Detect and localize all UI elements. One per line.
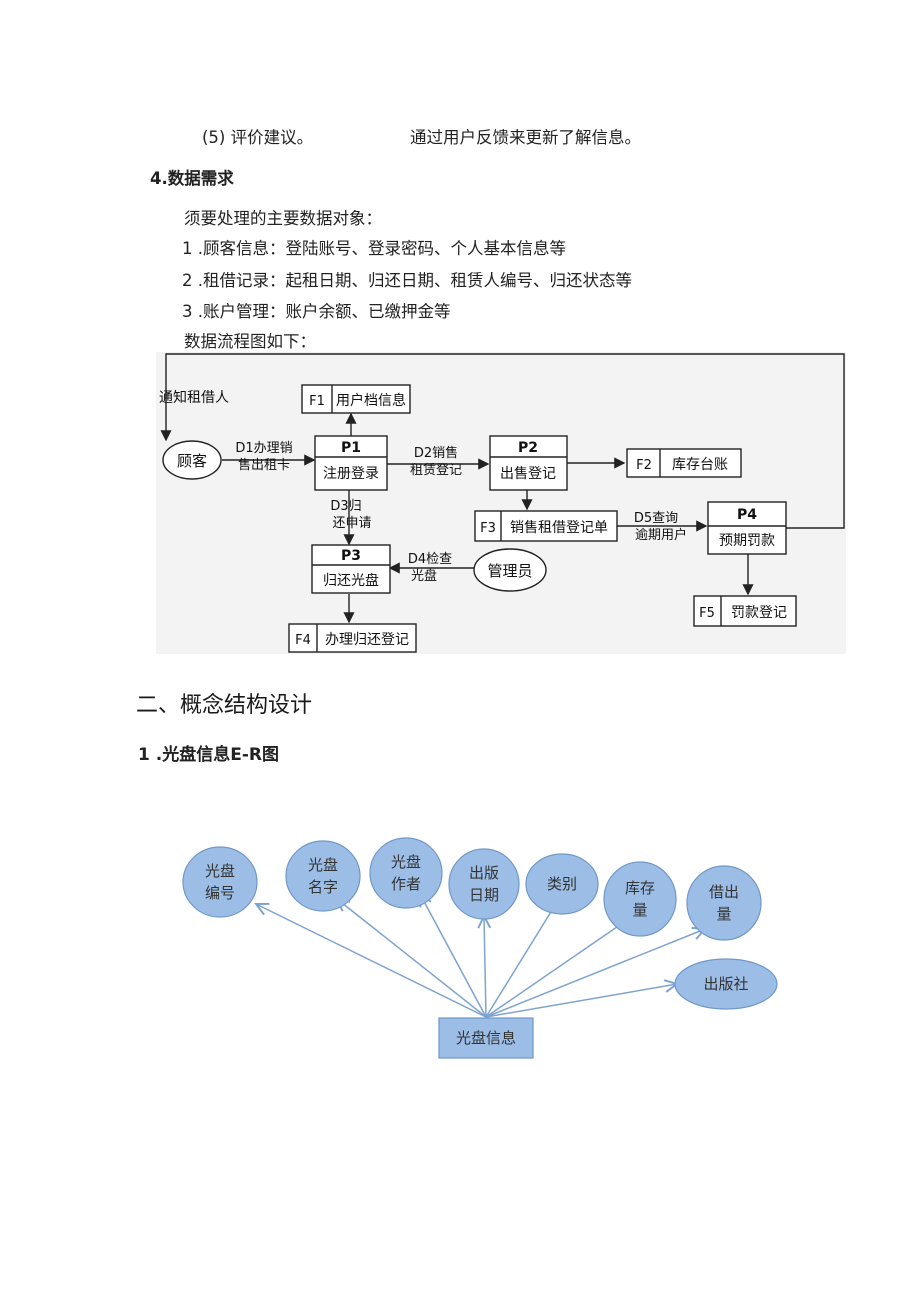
flow-d5-label-1: D5查询	[634, 511, 678, 526]
process-p1-name: 注册登录	[323, 466, 379, 482]
flow-d4-label-2: 光盘	[411, 568, 437, 584]
er-attr-disc-author	[369, 837, 443, 909]
er-attr-publish-date-label: 出版	[469, 864, 499, 882]
er-heading: 1 .光盘信息E-R图	[138, 745, 279, 765]
er-attr-lent-qty	[686, 865, 762, 941]
er-attr-lent-qty-label: 借出	[709, 883, 739, 901]
store-f4-name: 办理归还登记	[325, 631, 409, 648]
section-title: 二、概念结构设计	[136, 693, 313, 718]
er-attr-publish-date-link	[484, 916, 486, 1018]
er-attr-category-label: 类别	[547, 875, 577, 893]
er-attr-disc-author-label: 作者	[391, 875, 421, 893]
er-attr-disc-name	[285, 840, 361, 912]
flow-d2-label-1: D2销售	[414, 445, 458, 461]
store-f4	[288, 623, 417, 653]
er-diagram: 光盘编号 光盘名字 光盘作者 出版日期 类别 库存量 借出量出版社 光盘信息	[170, 836, 780, 1068]
er-attr-disc-number-label: 光盘	[205, 862, 235, 880]
er-attr-disc-name-label: 名字	[308, 878, 338, 896]
er-attr-publisher-label: 出版社	[703, 975, 748, 993]
er-attr-publish-date-label: 日期	[469, 886, 499, 904]
flow-d1-label-2: 售出租卡	[238, 457, 290, 473]
data-flow-intro: 数据流程图如下：	[184, 332, 316, 351]
store-f5	[693, 595, 797, 627]
process-p2	[489, 435, 568, 491]
store-f2	[626, 448, 742, 478]
store-f1-id: F1	[309, 394, 325, 409]
admin-entity	[473, 548, 547, 592]
process-p1	[314, 435, 388, 491]
flow-d1-label-1: D1办理销	[235, 441, 292, 456]
store-f3-name: 销售租借登记单	[510, 520, 608, 536]
data-req-item-3: 3 .账户管理：账户余额、已缴押金等	[182, 302, 451, 321]
er-entity-box	[438, 1017, 534, 1059]
data-flow-diagram-svg: 顾客 管理员 通知租借人 P1 注册登录 P2 出售登记 P3 归还光盘 P4 …	[159, 353, 845, 653]
er-attr-category	[525, 853, 599, 915]
flow-d3-label-1: D3归	[330, 499, 361, 514]
process-p3	[311, 544, 391, 594]
er-attr-disc-number-link	[256, 904, 487, 1018]
er-attr-lent-qty-label: 量	[716, 905, 731, 923]
store-f1-name: 用户档信息	[336, 392, 406, 409]
store-f5-id: F5	[699, 606, 715, 621]
er-attr-category-link	[485, 894, 562, 1018]
process-p4-id: P4	[737, 507, 757, 523]
store-f2-id: F2	[636, 458, 652, 473]
data-req-item-1: 1 .顾客信息：登陆账号、登录密码、个人基本信息等	[182, 239, 566, 258]
notify-label: 通知租借人	[159, 389, 229, 406]
store-f3	[474, 510, 618, 542]
store-f1	[301, 384, 411, 414]
er-attr-publisher-link	[485, 984, 677, 1018]
er-entity-label: 光盘信息	[456, 1029, 516, 1047]
data-req-heading: 4.数据需求	[150, 169, 234, 188]
er-attr-disc-author-link	[420, 894, 487, 1018]
store-f4-id: F4	[295, 633, 311, 648]
er-attr-stock-qty-label: 库存	[625, 879, 655, 897]
flow-loop-line	[160, 353, 845, 529]
er-attr-disc-name-label: 光盘	[308, 856, 338, 874]
er-attr-lent-qty-link	[485, 929, 705, 1018]
er-attr-stock-qty-link	[485, 918, 630, 1018]
er-attr-stock-qty	[603, 861, 677, 937]
requirement-item-5-label: (5) 评价建议。	[202, 128, 314, 147]
data-req-intro: 须要处理的主要数据对象：	[184, 209, 382, 228]
er-attr-disc-author-label: 光盘	[391, 853, 421, 871]
data-req-item-2: 2 .租借记录：起租日期、归还日期、租赁人编号、归还状态等	[182, 271, 632, 290]
er-attr-stock-qty-label: 量	[632, 901, 647, 919]
requirement-item-5-desc: 通过用户反馈来更新了解信息。	[410, 128, 641, 147]
process-p4	[707, 501, 787, 555]
process-p3-name: 归还光盘	[323, 572, 379, 589]
er-attr-disc-number	[182, 846, 258, 918]
process-p4-name: 预期罚款	[719, 533, 775, 549]
er-attr-publish-date	[448, 848, 520, 920]
flow-d3-label-2: 还申请	[332, 516, 371, 531]
process-p1-id: P1	[341, 440, 361, 456]
customer-entity	[162, 440, 222, 480]
process-p2-id: P2	[518, 440, 538, 456]
flow-d5-label-2: 逾期用户	[635, 527, 687, 543]
data-flow-diagram: 顾客 管理员 通知租借人 P1 注册登录 P2 出售登记 P3 归还光盘 P4 …	[156, 352, 846, 654]
flow-d2-label-2: 租赁登记	[410, 463, 462, 478]
process-p3-id: P3	[341, 548, 361, 564]
flow-d4-label-1: D4检查	[408, 552, 452, 567]
store-f3-id: F3	[480, 521, 496, 536]
store-f5-name: 罚款登记	[731, 605, 787, 621]
process-p2-name: 出售登记	[500, 466, 556, 482]
er-attr-publisher	[674, 958, 778, 1010]
customer-label: 顾客	[177, 452, 207, 470]
admin-label: 管理员	[487, 562, 532, 580]
er-attr-disc-number-label: 编号	[205, 884, 235, 902]
er-attr-disc-name-link	[337, 899, 487, 1018]
store-f2-name: 库存台账	[672, 457, 728, 473]
